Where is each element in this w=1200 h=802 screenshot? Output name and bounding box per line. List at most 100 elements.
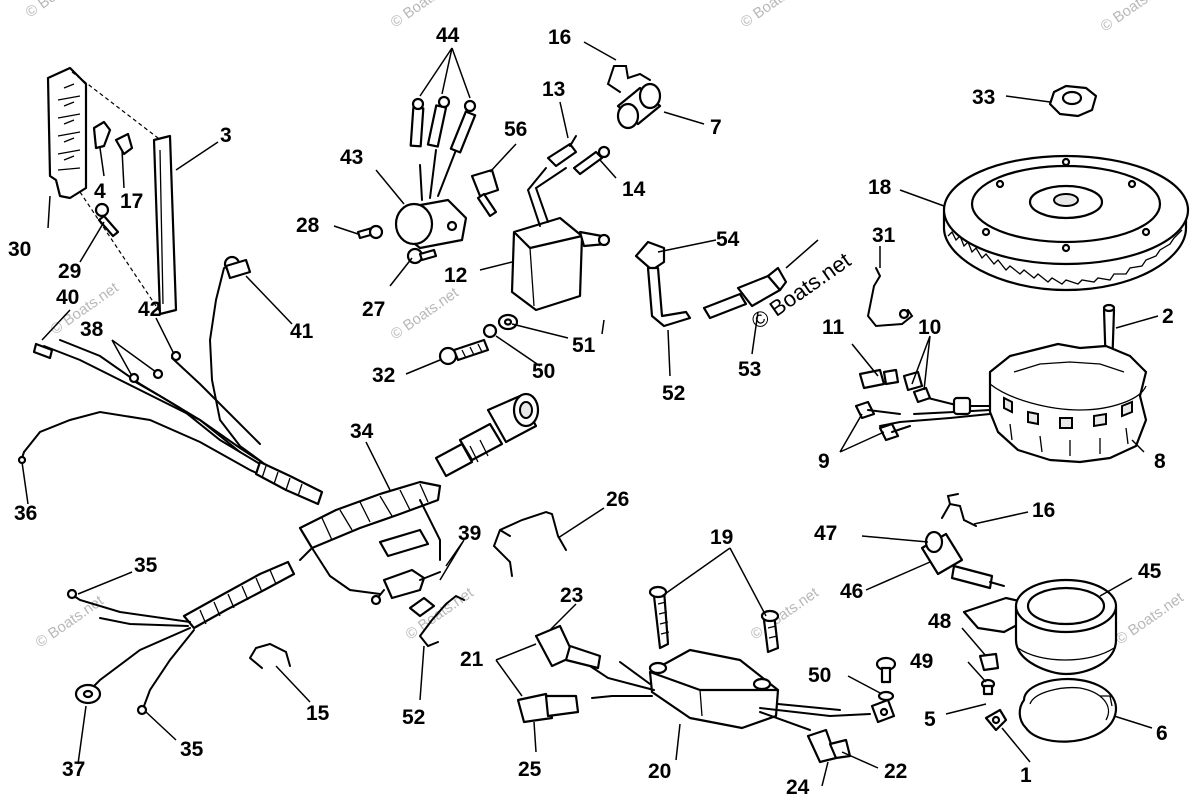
callout-1: 1 (1020, 764, 1032, 787)
callout-44: 44 (436, 24, 460, 47)
screw-50-right (875, 656, 897, 702)
retainer-ring-6 (1018, 677, 1118, 743)
connector-7 (616, 82, 662, 130)
watermark: © Boats.net (748, 584, 823, 643)
callout-35: 35 (134, 554, 158, 577)
timer-base-45 (962, 578, 1118, 676)
callout-13: 13 (542, 78, 565, 101)
ground-harness-35 (66, 560, 296, 716)
callout-21: 21 (460, 648, 484, 671)
clamp-56 (470, 168, 500, 218)
callout-18: 18 (868, 176, 892, 199)
watermark: © Boats.net (388, 284, 463, 343)
terminal-14 (572, 145, 611, 176)
solenoid-43 (394, 95, 477, 250)
callout-20: 20 (648, 760, 671, 783)
callout-53: 53 (738, 358, 761, 381)
callout-32: 32 (372, 364, 395, 387)
callout-45: 45 (1138, 560, 1162, 583)
callout-10: 10 (918, 316, 941, 339)
clip-1 (984, 708, 1008, 732)
watermark: © Boats.net (738, 0, 813, 31)
callout-11: 11 (822, 316, 845, 339)
connector-24 (806, 728, 852, 764)
callouts: 1 2 3 4 5 6 7 8 9 10 11 12 13 14 15 16 1… (8, 24, 1174, 799)
callout-14: 14 (622, 178, 646, 201)
screw-27 (406, 247, 438, 265)
clip-52-lower (419, 594, 465, 648)
callout-34: 34 (350, 420, 374, 443)
screw-17 (114, 132, 134, 156)
clip-15 (249, 642, 291, 669)
alignment-line (71, 71, 161, 313)
terminal-13 (546, 135, 578, 168)
callout-8: 8 (1154, 450, 1166, 473)
washer-51 (497, 313, 519, 331)
callout-28: 28 (296, 214, 320, 237)
terminal-block-30 (46, 66, 88, 200)
screw-28 (356, 224, 384, 240)
screws-19 (648, 585, 780, 654)
callout-30: 30 (8, 238, 31, 261)
callout-42: 42 (138, 298, 161, 321)
callout-9: 9 (818, 450, 830, 473)
callout-38: 38 (80, 318, 104, 341)
watermark: © Boats.net (1098, 0, 1173, 35)
callout-40: 40 (56, 286, 79, 309)
lockwasher-50 (482, 323, 498, 339)
callout-54: 54 (716, 228, 740, 251)
watermark: © Boats.net (33, 592, 108, 651)
callout-19: 19 (710, 526, 733, 549)
connector-23 (534, 624, 602, 670)
callout-12: 12 (444, 264, 467, 287)
clip-26 (493, 510, 567, 577)
terminal-cover-3 (152, 134, 178, 316)
terminal-22 (870, 698, 896, 724)
flywheel-18 (942, 154, 1190, 292)
callout-35: 35 (180, 738, 204, 761)
callout-41: 41 (290, 320, 314, 343)
screw-49 (980, 678, 996, 696)
callout-47: 47 (814, 522, 837, 545)
callout-3: 3 (220, 124, 232, 147)
callout-31: 31 (872, 224, 896, 247)
callout-51: 51 (572, 334, 596, 357)
clip-16-right (941, 493, 977, 527)
stator-8 (879, 342, 1148, 464)
callout-46: 46 (840, 580, 863, 603)
leader-lines (21, 41, 1159, 787)
callout-16: 16 (548, 26, 571, 49)
connector-25 (516, 692, 580, 724)
watermark: © Boats.net (1113, 589, 1188, 648)
power-pack-20 (589, 648, 871, 731)
callout-39: 39 (458, 522, 481, 545)
callout-2: 2 (1162, 305, 1174, 328)
callout-4: 4 (94, 180, 106, 203)
callout-7: 7 (710, 116, 722, 139)
callout-27: 27 (362, 298, 385, 321)
clip-16-top (606, 65, 651, 93)
fuse-39 (408, 596, 436, 618)
screw-29 (94, 202, 120, 238)
spark-plug-boot-53 (702, 266, 788, 320)
jumper-4 (92, 120, 112, 150)
terminal-11 (858, 368, 900, 390)
spark-plug-boot-54 (634, 240, 692, 328)
callout-33: 33 (972, 86, 995, 109)
retainer-48 (978, 652, 1000, 672)
ignition-coil-12 (510, 167, 611, 312)
callout-37: 37 (62, 758, 85, 781)
watermark: © Boats.net (23, 0, 98, 21)
callout-50: 50 (532, 360, 555, 383)
callout-49: 49 (910, 650, 933, 673)
callout-26: 26 (606, 488, 629, 511)
callout-52: 52 (402, 706, 425, 729)
sensor-46 (920, 530, 1005, 590)
callout-25: 25 (518, 758, 542, 781)
terminals-9 (854, 400, 911, 442)
callout-5: 5 (924, 708, 936, 731)
callout-36: 36 (14, 502, 37, 525)
callout-29: 29 (58, 260, 81, 283)
callout-15: 15 (306, 702, 330, 725)
